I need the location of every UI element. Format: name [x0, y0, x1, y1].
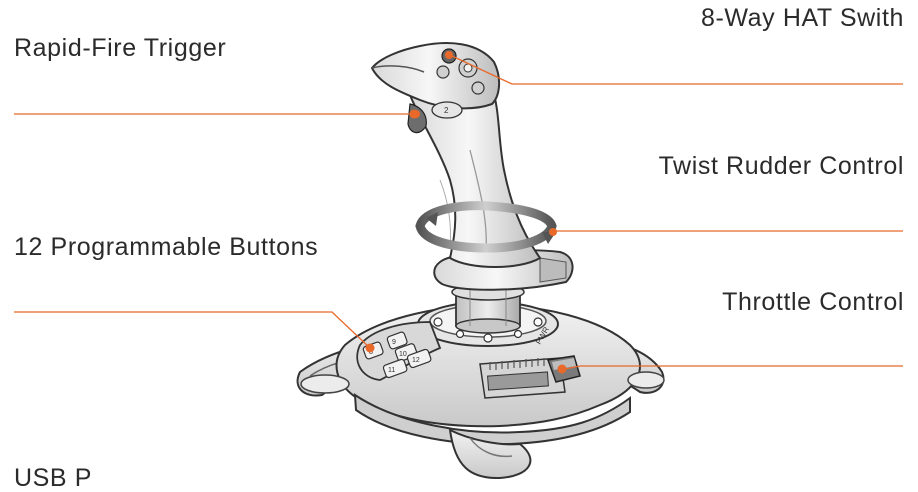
button-12[interactable] [406, 348, 432, 369]
leader-buttons [14, 311, 371, 349]
label-hat-switch: 8-Way HAT Swith [700, 4, 904, 32]
button-11[interactable] [382, 358, 408, 379]
leader-lines [14, 55, 903, 370]
button-12-label: 12 [412, 357, 420, 364]
leader-hat-switch [451, 55, 903, 85]
joystick-collar [451, 283, 525, 334]
button-8-label: 8 [369, 349, 373, 356]
button-9[interactable] [386, 331, 408, 350]
marker-trigger [409, 109, 419, 119]
joystick-grip: 2 [370, 42, 574, 291]
twist-rudder-arrow [415, 201, 557, 253]
joystick-diagram: PWR 8 9 10 11 12 [14, 42, 903, 479]
label-throttle: Throttle Control [722, 288, 904, 316]
throttle-control: PWR [479, 325, 581, 399]
leader-throttle [564, 365, 903, 370]
button-2-label: 2 [444, 106, 449, 115]
label-rapid-fire-trigger: Rapid-Fire Trigger [14, 34, 227, 62]
marker-buttons [365, 343, 375, 353]
button-9-label: 9 [392, 339, 396, 346]
button-11-label: 11 [388, 367, 395, 374]
label-twist-rudder: Twist Rudder Control [658, 152, 904, 180]
button-10-label: 10 [399, 351, 407, 358]
button-2[interactable] [431, 101, 463, 119]
label-programmable-buttons: 12 Programmable Buttons [14, 233, 319, 261]
